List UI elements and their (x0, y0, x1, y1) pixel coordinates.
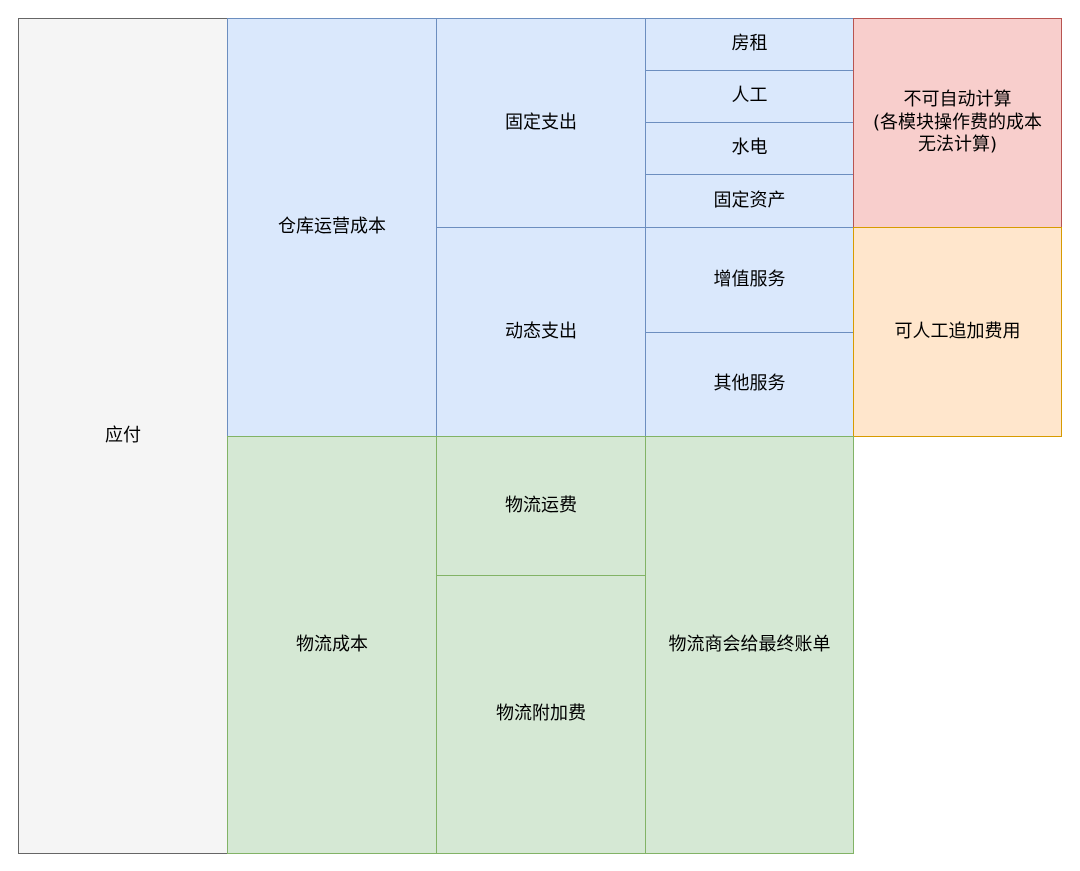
warehouse-cost-box: 仓库运营成本 (227, 18, 437, 437)
fixed-assets-label: 固定资产 (713, 189, 786, 211)
logistics-freight-box: 物流运费 (436, 436, 646, 576)
manual-fee-label: 可人工追加费用 (894, 320, 1021, 342)
logistics-cost-label: 物流成本 (296, 633, 368, 655)
fixed-expense-box: 固定支出 (436, 18, 646, 228)
payable-box: 应付 (18, 18, 228, 854)
fixed-assets-box: 固定资产 (645, 174, 854, 228)
final-bill-box: 物流商会给最终账单 (645, 436, 854, 854)
logistics-cost-box: 物流成本 (227, 436, 437, 854)
payable-label: 应付 (105, 424, 141, 446)
warehouse-cost-label: 仓库运营成本 (278, 216, 386, 238)
labor-box: 人工 (645, 70, 854, 123)
utilities-box: 水电 (645, 122, 854, 175)
manual-fee-note: 可人工追加费用 (853, 227, 1062, 437)
dynamic-expense-box: 动态支出 (436, 227, 646, 437)
logistics-freight-label: 物流运费 (505, 494, 577, 516)
dynamic-expense-label: 动态支出 (505, 320, 577, 342)
labor-label: 人工 (731, 85, 768, 107)
not-auto-calculable-label: 不可自动计算 (各模块操作费的成本无法计算) (872, 89, 1043, 156)
utilities-label: 水电 (731, 137, 768, 159)
value-added-service-label: 增值服务 (713, 268, 786, 290)
not-auto-calculable-note: 不可自动计算 (各模块操作费的成本无法计算) (853, 18, 1062, 228)
logistics-surcharge-label: 物流附加费 (496, 703, 586, 725)
rent-label: 房租 (731, 33, 768, 55)
value-added-service-box: 增值服务 (645, 227, 854, 333)
rent-box: 房租 (645, 18, 854, 71)
logistics-surcharge-box: 物流附加费 (436, 575, 646, 854)
other-service-label: 其他服务 (713, 373, 786, 395)
final-bill-label: 物流商会给最终账单 (668, 633, 831, 655)
fixed-expense-label: 固定支出 (505, 111, 577, 133)
other-service-box: 其他服务 (645, 332, 854, 437)
